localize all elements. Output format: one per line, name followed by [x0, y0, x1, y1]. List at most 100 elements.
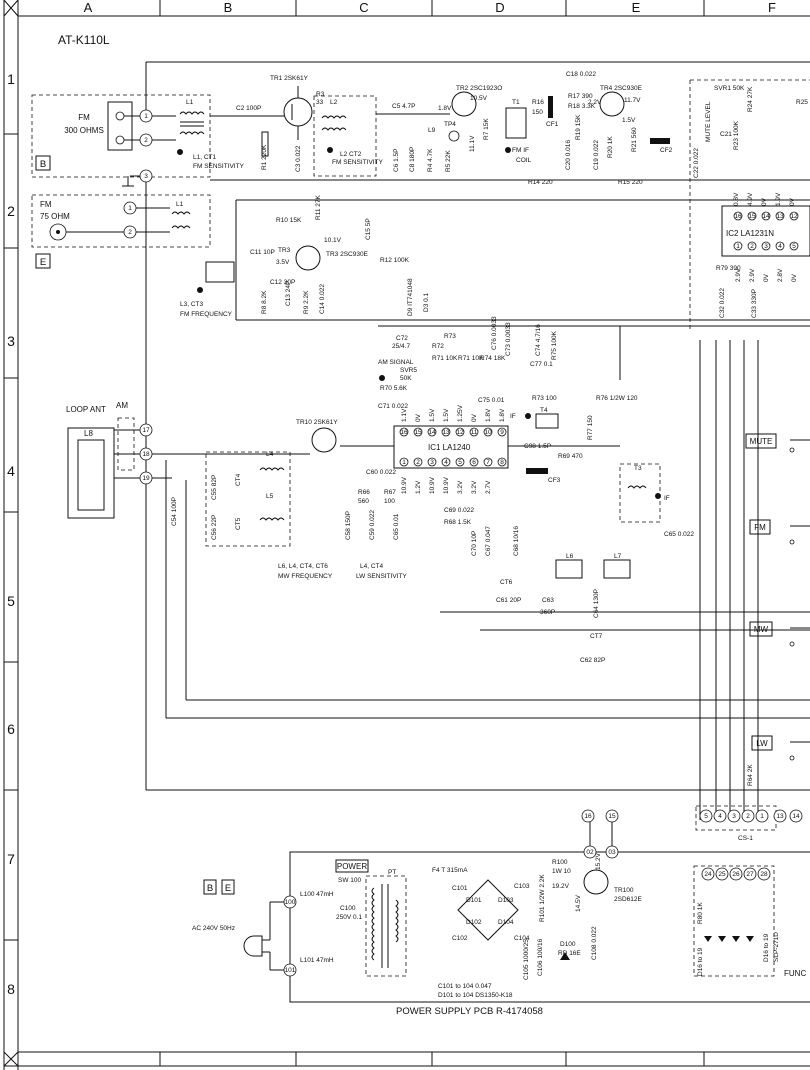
r10-label: R10 15K — [276, 217, 302, 224]
fm-75-label: FM — [40, 200, 52, 209]
r23-label: R23 100K — [733, 120, 740, 150]
coil-label: L1 — [186, 99, 194, 106]
tr100-part-label: 2SD612E — [614, 896, 642, 903]
ic1-pin: 12 — [456, 429, 464, 436]
c15-label: C15 5P — [365, 218, 372, 240]
r9-label: R9 2.2K — [303, 290, 310, 314]
c72-label: C72 — [396, 335, 408, 342]
ic1-pins-top: 16 15 14 13 12 11 10 9 — [399, 427, 507, 437]
switch-pin: 24 — [704, 871, 712, 878]
c104-label: C104 — [514, 935, 530, 942]
cf2-label: CF2 — [660, 147, 673, 154]
l6-label: L6 — [566, 553, 574, 560]
fm-if-label: FM IF — [512, 147, 529, 154]
col-label: B — [224, 0, 233, 15]
ic2-volt: 1.9V — [775, 192, 782, 206]
c77-label: C77 0.1 — [530, 361, 553, 368]
fm-75-label-2: 75 OHM — [40, 212, 70, 221]
c65b-label: C65 0.022 — [664, 531, 694, 538]
tr2-transistor — [451, 91, 477, 117]
volt-label: 19.2V — [552, 883, 570, 890]
row-label: 6 — [7, 721, 15, 737]
r68-label: R68 1.5K — [444, 519, 472, 526]
r1-label: R1 220K — [261, 144, 268, 170]
row-label: 1 — [7, 71, 15, 87]
fm-300-input: FM 300 OHMS 1 2 3 L1 L1, CT1 FM SENSITIV… — [31, 94, 245, 187]
c32-label: C32 0.022 — [719, 288, 726, 318]
ic1-volt: 1.8V — [485, 408, 492, 422]
board-marker-e: E — [225, 883, 231, 894]
r67-value: 100 — [384, 498, 395, 505]
l101-label: L101 47mH — [300, 957, 334, 964]
ic1-volt: 1.2V — [415, 480, 422, 494]
c56-label: C56 22P — [211, 515, 218, 540]
l9-label: L9 — [428, 127, 436, 134]
tr10-transistor — [311, 427, 337, 453]
switch-lw-label: LW — [756, 739, 768, 748]
svr5-label: SVR5 — [400, 367, 417, 374]
ic1-pin: 8 — [500, 459, 504, 466]
ic2-volt: 2.9V — [735, 268, 742, 282]
c20-label: C20 0.016 — [565, 140, 572, 170]
c63-label: C63 — [542, 597, 554, 604]
ic2-pin: 14 — [762, 213, 770, 220]
lw-sensitivity-label: L4, CT4 — [360, 563, 384, 570]
c14-label: C14 0.022 — [319, 284, 326, 314]
ic2-pin: 15 — [748, 213, 756, 220]
ic2-pin: 1 — [736, 243, 740, 250]
ic2-pin: 12 — [790, 213, 798, 220]
c22-label: C22 0.022 — [693, 148, 700, 178]
ic1-volt: 3.2V — [471, 480, 478, 494]
c21-label: C21 — [720, 131, 732, 138]
tr100-label: TR100 — [614, 887, 634, 894]
ic1-pin: 4 — [444, 459, 448, 466]
c55-label: C55 82P — [211, 475, 218, 500]
fm-frequency-label: FM FREQUENCY — [180, 311, 233, 318]
sheet-frame — [3, 0, 810, 1070]
am-signal-label: AM SIGNAL — [378, 359, 414, 366]
switch-pin: 25 — [718, 871, 726, 878]
d101-note: D101 to 104 DS1350-K18 — [438, 992, 513, 999]
volt-label: 2.2V — [588, 99, 602, 106]
ic1-pin: 7 — [486, 459, 490, 466]
c11-label: C11 10P — [250, 249, 275, 256]
tr1-transistor — [283, 97, 313, 127]
c72-value: 25/4.7 — [392, 343, 410, 350]
ic1-pin: 11 — [471, 429, 478, 436]
c2-label: C2 100P — [236, 105, 261, 112]
col-label: A — [84, 0, 93, 15]
r101-label: R101 1/2W 2.2K — [539, 874, 546, 922]
r69-label: R69 470 — [558, 453, 583, 460]
r75-label: R75 100K — [551, 330, 558, 360]
svr5-value: 50K — [400, 375, 412, 382]
ct5-label: CT5 — [235, 517, 242, 530]
column-labels: A B C D E F — [84, 0, 776, 15]
r21-label: R21 560 — [631, 127, 638, 152]
r100-label: R100 — [552, 859, 568, 866]
l5-label: L5 — [266, 493, 274, 500]
c70-label: C70 10P — [471, 531, 478, 556]
d9-label: D9 IT741048 — [407, 278, 414, 316]
d3-label: D3 0.1 — [423, 292, 430, 312]
switch-pin: 15 — [608, 813, 616, 820]
power-pin: 03 — [608, 849, 616, 856]
ic2-label: IC2 LA1231N — [726, 229, 774, 238]
pin-label: 3 — [144, 173, 148, 180]
r66-label: R66 — [358, 489, 370, 496]
r3-label: R3 — [316, 91, 325, 98]
mw-frequency-label: MW FREQUENCY — [278, 573, 333, 580]
l2ct2-label: L2 CT2 — [340, 151, 362, 158]
tr3-label: TR3 — [278, 247, 291, 254]
c69-label: C69 0.022 — [444, 507, 474, 514]
pt-label: PT — [388, 869, 396, 876]
volt-label: 1.8V — [438, 105, 452, 112]
ic1-volt: 0V — [415, 413, 422, 422]
ic1-pin: 9 — [500, 429, 504, 436]
r16-value: 150 — [532, 109, 543, 116]
power-pin: 02 — [586, 849, 594, 856]
ic1-volt: 1.5V — [443, 408, 450, 422]
am-label: AM — [116, 401, 128, 410]
l4-label: L4 — [266, 451, 274, 458]
ic2-pin: 4 — [778, 243, 782, 250]
